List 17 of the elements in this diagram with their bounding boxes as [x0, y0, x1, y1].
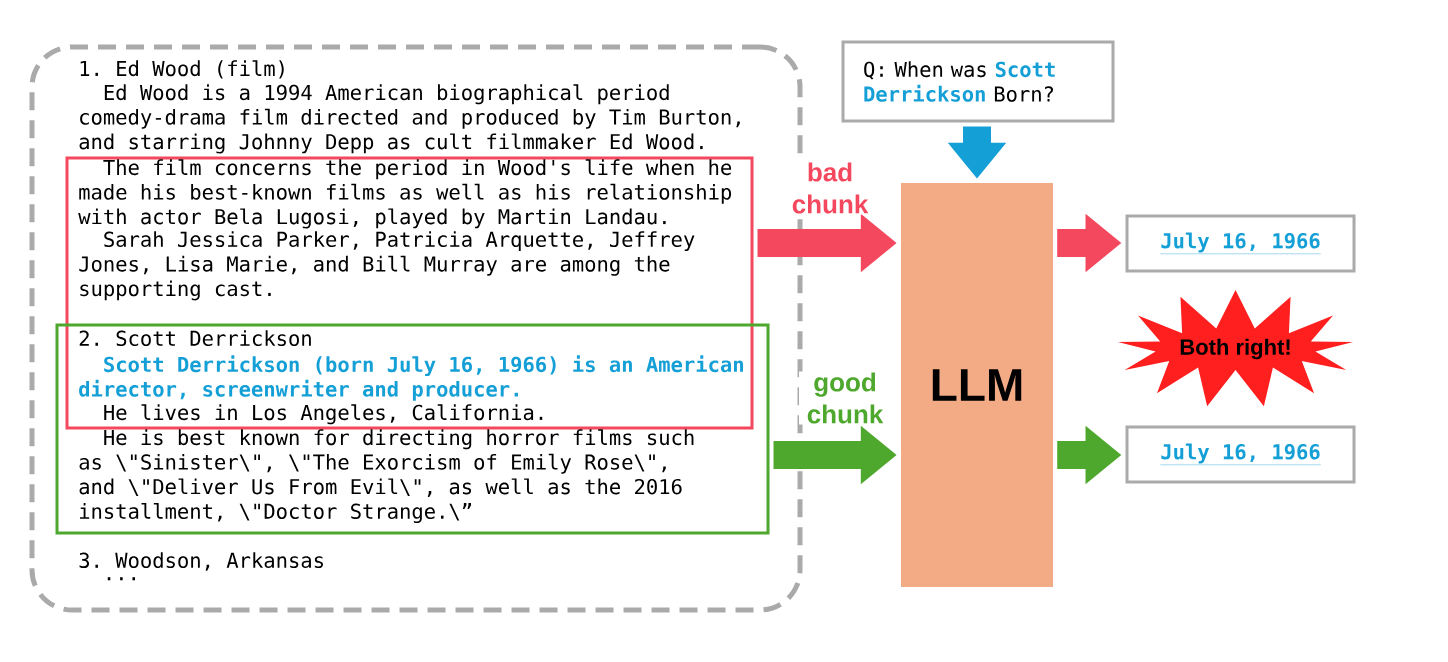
passage-text: Sarah Jessica Parker, Patricia Arquette, Jeffrey Jones, Lisa Marie, and Bill Murray are among the supporting cast. — [79, 231, 695, 301]
question-box: Q: When was Scott Derrickson Born? — [841, 40, 1115, 123]
answer-box: July 16, 1966 — [1125, 214, 1356, 273]
edge-label: good chunk — [807, 372, 884, 424]
heading-text: 3. Woodson, Arkansas — [79, 552, 323, 571]
answer-box: July 16, 1966 — [1125, 425, 1356, 484]
passage-text: Ed Wood is a 1994 American biographical period comedy-drama film directed and produced by Tim Burton, and starring Johnny Depp as cult filmmaker Ed Wood. — [79, 84, 740, 154]
model-block: LLM — [901, 183, 1053, 587]
passage-text: The film concerns the period in Wood's life when he made his best-known films as well as his relationship with actor Bela Lugosi, played by Martin Landau. — [78, 159, 732, 229]
heading-text: 1. Ed Wood (film) — [80, 60, 284, 79]
passage-text: He is best known for directing horror films such as \"Sinister\", \"The Exorcism of Emily Rose\", and \"Deliver Us From Evil\", as well as the 2016 installment, \"Doctor Strange.\” — [79, 429, 694, 524]
highlighted-text: Scott Derrickson (born July 16, 1966) is an American director, screenwriter and producer. — [79, 355, 743, 401]
ellipsis-text: ... — [107, 577, 135, 581]
passage-text: He lives in Los Angeles, California. — [104, 404, 543, 425]
starburst-callout: Both right! — [1117, 290, 1354, 407]
edge-label: bad chunk — [792, 162, 869, 214]
heading-text: 2. Scott Derrickson — [79, 330, 311, 347]
